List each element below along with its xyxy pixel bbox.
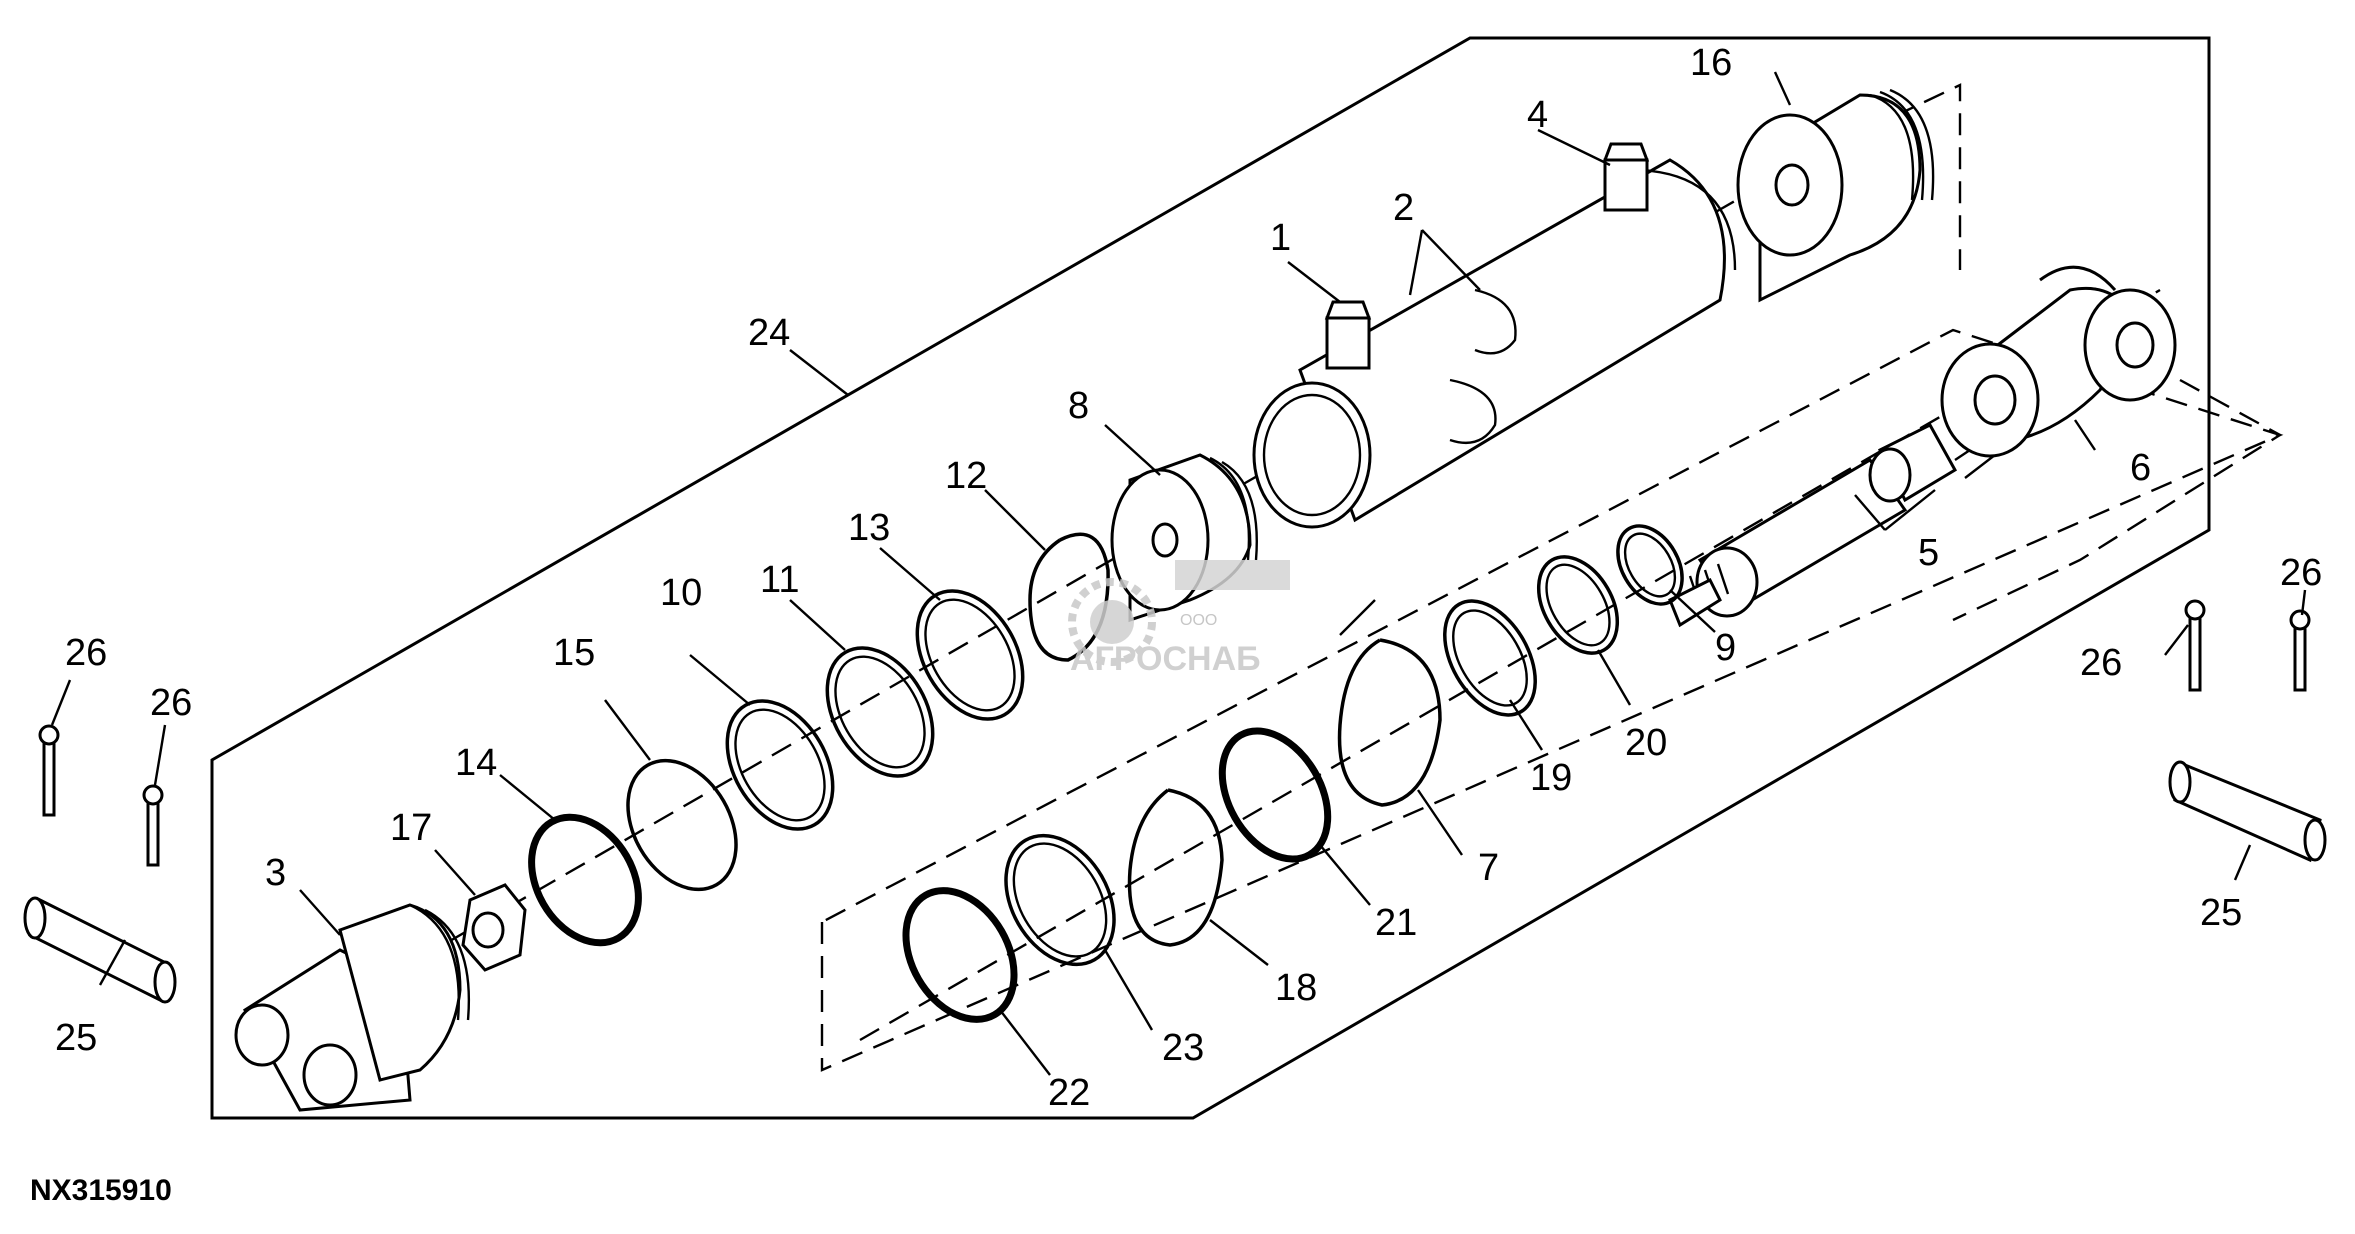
callout-12: 12: [945, 455, 987, 497]
o-ring-14: [528, 813, 642, 947]
cotter-pin-26-a: [38, 724, 60, 817]
callout-16: 16: [1690, 42, 1732, 84]
ring-9-inner: [1623, 532, 1677, 598]
o-ring-21: [1218, 727, 1332, 863]
snap-ring-12: [1028, 532, 1110, 662]
fitting-1: [1324, 300, 1372, 370]
clevis-6: [1940, 265, 2177, 458]
callout-26-right-a: 26: [2080, 642, 2122, 684]
callout-26-right-b: 26: [2280, 552, 2322, 594]
callout-20: 20: [1625, 722, 1667, 764]
callout-22: 22: [1048, 1072, 1090, 1114]
seal-kit-dashed-outline: [820, 328, 2284, 1072]
ring-9: [1616, 524, 1684, 606]
callout-23: 23: [1162, 1027, 1204, 1069]
cotter-pin-26-b: [142, 784, 164, 867]
watermark-small-text: ООО: [1180, 612, 1217, 629]
ring-11-inner: [834, 655, 926, 769]
ring-23-inner: [1012, 842, 1108, 958]
callout-26-left-a: 26: [65, 632, 107, 674]
callout-9: 9: [1715, 627, 1736, 669]
ring-19-inner: [1452, 609, 1528, 707]
pin-25-right: [2168, 760, 2327, 863]
ring-11: [825, 646, 935, 778]
cotter-pin-26-c: [2184, 599, 2206, 692]
callout-13: 13: [848, 507, 890, 549]
ring-10-inner: [734, 708, 826, 822]
callout-21: 21: [1375, 902, 1417, 944]
callout-10: 10: [660, 572, 702, 614]
snap-ring-7: [1337, 638, 1442, 807]
ring-15: [626, 758, 738, 892]
kit-outline: [210, 36, 2211, 1120]
ring-23: [1004, 833, 1116, 967]
callout-15: 15: [553, 632, 595, 674]
head-8: [1110, 453, 1258, 623]
watermark: ООО АГРОСНАБ: [1068, 560, 1290, 678]
callout-19: 19: [1530, 757, 1572, 799]
callout-6: 6: [2130, 447, 2151, 489]
callout-17: 17: [390, 807, 432, 849]
snap-ring-18: [1127, 788, 1224, 947]
leader-lines: [50, 71, 2307, 1076]
callout-1: 1: [1270, 217, 1291, 259]
rod-5: [1668, 423, 1997, 628]
piston-16: [1736, 88, 1935, 303]
eye-end-3: [234, 903, 470, 1112]
o-ring-22: [902, 887, 1018, 1023]
nut-17: [461, 883, 527, 972]
callout-26-left-b: 26: [150, 682, 192, 724]
ring-20: [1536, 555, 1620, 655]
callout-14: 14: [455, 742, 497, 784]
callout-4: 4: [1527, 94, 1548, 136]
callout-8: 8: [1068, 385, 1089, 427]
callout-25-right: 25: [2200, 892, 2242, 934]
callout-3: 3: [265, 852, 286, 894]
watermark-brand-text: АГРОСНАБ: [1070, 640, 1261, 678]
cotter-pin-26-d: [2289, 609, 2311, 692]
rod-end-dashed-outline: [1952, 378, 2283, 622]
ring-10: [725, 699, 835, 831]
callout-18: 18: [1275, 967, 1317, 1009]
pin-25-left: [23, 896, 177, 1004]
figure-code: NX315910: [30, 1174, 172, 1207]
barrel-2: [1252, 158, 1737, 529]
callout-2: 2: [1393, 187, 1414, 229]
ring-20-inner: [1545, 563, 1611, 647]
callout-25-left: 25: [55, 1017, 97, 1059]
fitting-4: [1602, 142, 1650, 212]
callout-7: 7: [1478, 847, 1499, 889]
rod-axis: [859, 288, 2161, 1042]
callout-24: 24: [748, 312, 790, 354]
ring-19: [1443, 599, 1537, 717]
ring-13-inner: [924, 598, 1016, 712]
callout-11: 11: [760, 559, 799, 601]
callout-5: 5: [1918, 532, 1939, 574]
ring-13: [915, 589, 1025, 721]
